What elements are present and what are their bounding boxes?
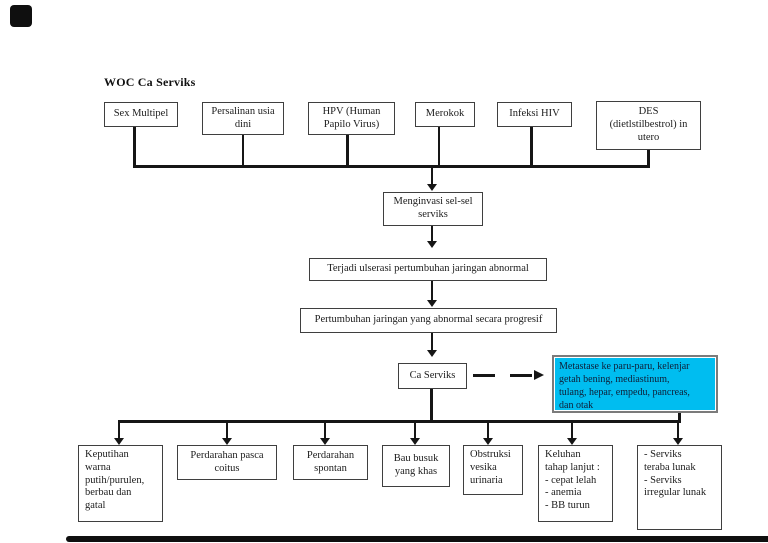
arrow-line: [431, 281, 433, 300]
diagram-title: WOC Ca Serviks: [104, 75, 196, 89]
arrow-line: [118, 423, 120, 438]
symptom-box-perdarahan-pasca: Perdarahan pasca coitus: [177, 445, 277, 480]
arrowhead-down-icon: [427, 300, 437, 307]
connector-line: [647, 150, 650, 165]
arrow-line: [414, 423, 416, 438]
arrow-line: [226, 423, 228, 438]
arrow-line: [571, 423, 573, 438]
risk-box-des: DES (dietlstilbestrol) in utero: [596, 101, 701, 150]
connector-line: [430, 389, 433, 420]
symptom-box-serviks-teraba: - Serviks teraba lunak - Serviks irregul…: [637, 445, 722, 530]
connector-line: [530, 127, 533, 165]
arrowhead-down-icon: [567, 438, 577, 445]
arrowhead-right-icon: [534, 370, 544, 380]
arrowhead-down-icon: [114, 438, 124, 445]
arrow-line: [431, 226, 433, 241]
connector-line: [678, 413, 681, 421]
risk-box-hpv: HPV (Human Papilo Virus): [308, 102, 395, 135]
risk-box-persalinan: Persalinan usia dini: [202, 102, 284, 135]
connector-line: [438, 127, 440, 165]
page-corner-artifact: [10, 5, 32, 27]
risk-box-infeksi-hiv: Infeksi HIV: [497, 102, 572, 127]
symptom-box-perdarahan-spontan: Perdarahan spontan: [293, 445, 368, 480]
flow-box-ca-serviks: Ca Serviks: [398, 363, 467, 389]
arrow-line: [324, 423, 326, 438]
arrowhead-down-icon: [483, 438, 493, 445]
arrowhead-down-icon: [320, 438, 330, 445]
arrowhead-down-icon: [222, 438, 232, 445]
arrowhead-down-icon: [673, 438, 683, 445]
arrowhead-down-icon: [410, 438, 420, 445]
connector-line: [242, 135, 244, 165]
connector-line: [346, 135, 349, 165]
arrowhead-down-icon: [427, 241, 437, 248]
connector-line: [133, 127, 136, 165]
symptom-box-keluhan-lanjut: Keluhan tahap lanjut : - cepat lelah - a…: [538, 445, 613, 522]
metastasis-highlight-box: Metastase ke paru-paru, kelenjar getah b…: [552, 355, 718, 413]
dashed-arrow-line: [473, 374, 535, 377]
flow-box-ulserasi: Terjadi ulserasi pertumbuhan jaringan ab…: [309, 258, 547, 281]
symptom-box-bau-busuk: Bau busuk yang khas: [382, 445, 450, 487]
flow-box-pertumbuhan: Pertumbuhan jaringan yang abnormal secar…: [300, 308, 557, 333]
risk-box-sex-multipel: Sex Multipel: [104, 102, 178, 127]
risk-box-merokok: Merokok: [415, 102, 475, 127]
arrowhead-down-icon: [427, 350, 437, 357]
collector-line-top: [133, 165, 650, 168]
flow-box-menginvasi: Menginvasi sel-sel serviks: [383, 192, 483, 226]
page-bottom-bar-artifact: [66, 536, 768, 542]
arrow-line: [431, 168, 433, 184]
arrow-line: [677, 423, 679, 438]
arrow-line: [431, 333, 433, 350]
symptom-box-keputihan: Keputihan warna putih/purulen, berbau da…: [78, 445, 163, 522]
collector-line-bottom: [118, 420, 681, 423]
symptom-box-obstruksi: Obstruksi vesika urinaria: [463, 445, 523, 495]
arrowhead-down-icon: [427, 184, 437, 191]
arrow-line: [487, 423, 489, 438]
